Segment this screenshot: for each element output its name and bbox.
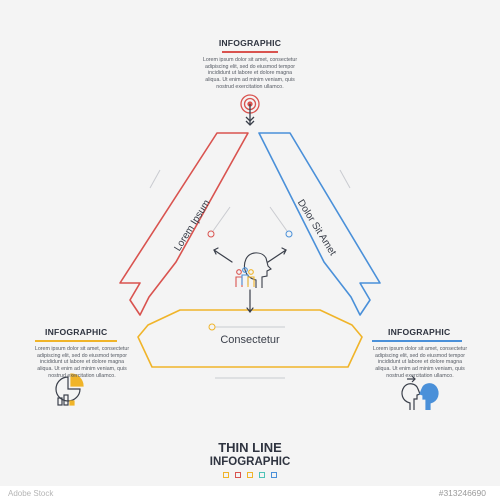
heads-exchange-icon <box>401 375 439 410</box>
color-swatch <box>259 472 265 478</box>
left-block-text: Lorem ipsum dolor sit amet, consectetur … <box>34 346 130 379</box>
bottom-label-dot <box>208 323 216 331</box>
left-segment <box>119 132 249 316</box>
right-label-dot <box>285 230 293 238</box>
left-block-accent-bar <box>35 340 117 342</box>
top-block-title: INFOGRAPHIC <box>218 38 282 48</box>
top-block-text: Lorem ipsum dolor sit amet, consectetur … <box>202 57 298 90</box>
color-swatch <box>235 472 241 478</box>
team-head-icon <box>235 252 272 288</box>
right-label-line <box>269 206 288 232</box>
color-swatch <box>247 472 253 478</box>
target-arrow-icon <box>240 94 260 126</box>
guide-line-left <box>149 169 161 189</box>
right-block-title: INFOGRAPHIC <box>388 327 451 337</box>
bottom-segment-label: Consectetur <box>220 334 280 346</box>
stock-bar: #313246690 <box>0 486 500 500</box>
bottom-segment <box>137 309 363 368</box>
right-block-accent-bar <box>372 340 462 342</box>
center-arrows <box>213 247 287 313</box>
pie-bar-chart-icon <box>55 373 84 406</box>
stock-id: #313246690 <box>438 488 486 498</box>
left-label-line <box>212 206 231 232</box>
stock-logo: Adobe Stock <box>8 489 54 498</box>
footer-line2: INFOGRAPHIC <box>209 456 291 468</box>
color-swatch <box>271 472 277 478</box>
color-swatch <box>223 472 229 478</box>
left-block-title: INFOGRAPHIC <box>45 327 108 337</box>
right-block-text: Lorem ipsum dolor sit amet, consectetur … <box>372 346 468 379</box>
top-block-accent-bar <box>222 51 278 53</box>
footer-line1: THIN LINE <box>218 440 282 455</box>
right-segment <box>258 132 381 316</box>
guide-line-right <box>339 169 351 189</box>
left-label-dot <box>207 230 215 238</box>
